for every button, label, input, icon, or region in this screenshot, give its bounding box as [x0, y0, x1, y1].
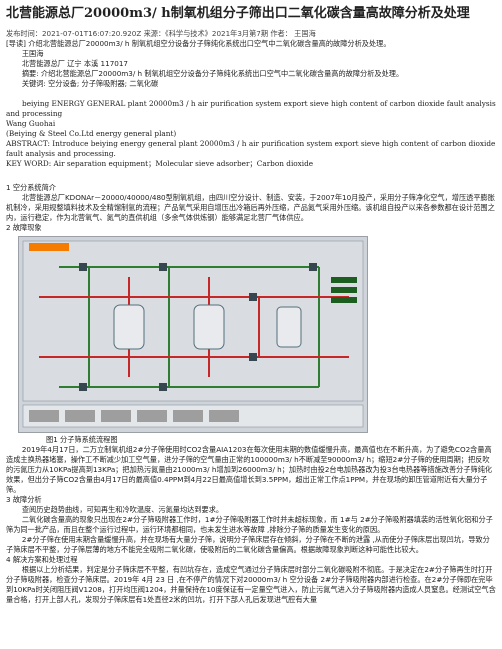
flow-diagram-image: [19, 237, 367, 432]
section-heading-1: 1 空分系统简介: [6, 183, 56, 192]
section-4-body: 根据以上分析结果，判定是分子筛床层不平整，有凹坑存在，造成空气通过分子筛床层时部…: [6, 565, 496, 604]
keywords-cn: 关键词: 空分设备; 分子筛吸附器; 二氧化碳: [21, 79, 159, 88]
figure-caption: 图1 分子筛系统流程图: [46, 435, 118, 444]
section-heading-2: 2 故障现象: [6, 223, 42, 232]
english-author: Wang Guohai: [6, 119, 56, 128]
english-keywords: KEY WORD: Air separation equipment；Molec…: [6, 159, 314, 168]
article: 北营能源总厂20000m3/ h制氧机组分子筛出口二氧化碳含量高故障分析及处理 …: [6, 6, 496, 604]
section-3-para-1: 查阅历史趋势曲线，可知再生和冷吹温度、污氮量均达到要求。: [21, 505, 224, 514]
section-2-body: 2019年4月17日，二万立制氧机组2#分子筛使用时CO2含量AIA1203在每…: [6, 445, 493, 494]
process-flow-figure: [18, 236, 368, 433]
section-heading-4: 4 解决方案和处理过程: [6, 555, 78, 564]
section-1-body: 北营能源总厂KDONAr－20000/40000/480型制氧机组，由四川空分设…: [6, 193, 495, 222]
section-3-para-3: 2#分子筛在使用末期含量缓慢升高，并在现场有大量分子筛，说明分子筛床层存在倾斜，…: [6, 535, 490, 554]
page-title: 北营能源总厂20000m3/ h制氧机组分子筛出口二氧化碳含量高故障分析及处理: [6, 6, 470, 21]
abstract-cn: 摘要: 介绍北营能源总厂20000m3/ h 制氧机组空分设备分子筛纯化系统出口…: [21, 69, 404, 78]
publish-meta: 发布时间：2021-07-01T16:07:20.920Z 来源：《科学与技术》…: [6, 29, 316, 38]
english-affiliation: (Beiying & Steel Co.Ltd energy general p…: [6, 129, 177, 138]
section-heading-3: 3 故障分析: [6, 495, 42, 504]
author-affiliation: 北营能源总厂 辽宁 本溪 117017: [21, 59, 128, 68]
author-name: 王国海: [21, 49, 44, 58]
lead-text: [导读] 介绍北营能源总厂20000m3/ h 制氧机组空分设备分子筛纯化系统出…: [6, 39, 391, 48]
section-3-para-2: 二氧化碳含量高的现象只出现在2#分子筛吸附器工作时，1#分子筛吸附器工作时并未超…: [6, 515, 493, 534]
english-title: beiying ENERGY GENERAL plant 20000m3 / h…: [6, 99, 496, 118]
english-abstract: ABSTRACT: Introduce beiying energy gener…: [6, 139, 496, 158]
